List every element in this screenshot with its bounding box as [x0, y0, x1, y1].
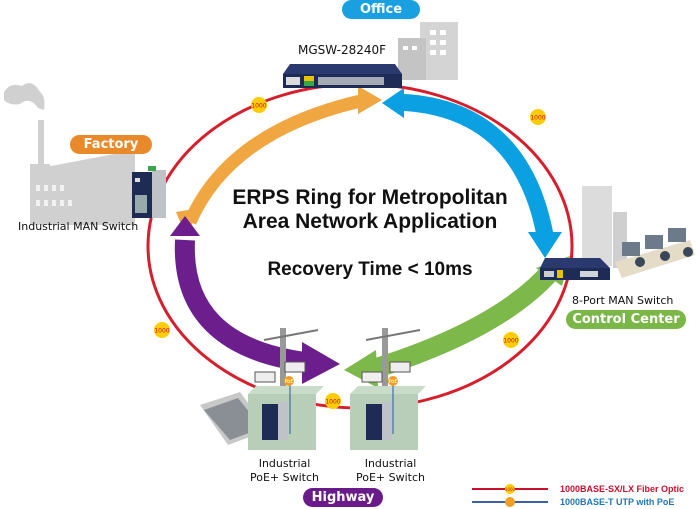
diagram-title: ERPS Ring for Metropolitan Area Network …: [225, 186, 515, 234]
factory-building-icon: [4, 83, 135, 225]
left-cabinet-icon: [248, 328, 324, 450]
orange-arrow: [184, 93, 367, 225]
legend-fiber-label: 1000BASE-SX/LX Fiber Optic: [560, 484, 685, 494]
ring-speed-badge: 1000: [251, 97, 267, 113]
control-center-pill: Control Center: [566, 310, 686, 329]
mgsw-28240f-switch-icon: [283, 64, 402, 88]
svg-text:1000: 1000: [251, 103, 266, 110]
highway-right-device-label: Industrial PoE+ Switch: [356, 457, 425, 485]
blue-arrowhead-bottom: [528, 232, 562, 258]
svg-text:1000: 1000: [154, 328, 169, 335]
ring-speed-badge: 1000: [154, 322, 170, 338]
ring-speed-badge: 1000: [325, 393, 341, 409]
8-port-man-switch-icon: [540, 258, 610, 280]
fiber-ring: [146, 82, 574, 410]
highway-left-line1: Industrial: [258, 457, 311, 470]
ring-speed-badge: 1000: [503, 332, 519, 348]
svg-text:1000: 1000: [325, 399, 340, 406]
title-line1: ERPS Ring for Metropolitan: [232, 186, 508, 209]
legend-fiber-symbol: 1000: [472, 484, 548, 494]
purple-arrowhead-right: [302, 342, 340, 384]
svg-text:1000: 1000: [503, 338, 518, 345]
poe-badge: PoE: [388, 376, 398, 386]
control-center-building-icon: [582, 186, 627, 268]
purple-arrowhead-top: [170, 216, 200, 236]
right-cabinet-icon: [350, 328, 426, 450]
industrial-man-switch-icon: [132, 166, 166, 218]
green-arrow: [367, 263, 560, 380]
highway-pill: Highway: [303, 488, 383, 507]
operators-desk-icon: [615, 228, 695, 278]
factory-pill: Factory: [70, 135, 152, 154]
svg-text:PoE: PoE: [284, 379, 293, 385]
blue-arrowhead-top: [382, 88, 404, 118]
legend-utp-symbol: [472, 497, 548, 507]
office-device-label: MGSW-28240F: [298, 43, 387, 57]
highway-left-device-label: Industrial PoE+ Switch: [250, 457, 319, 485]
factory-device-label: Industrial MAN Switch: [18, 220, 139, 233]
ring-speed-badge: 1000: [530, 109, 546, 125]
poe-badge: PoE: [284, 376, 294, 386]
svg-text:PoE: PoE: [388, 379, 397, 385]
office-pill: Office: [342, 0, 420, 19]
legend-utp-label: 1000BASE-T UTP with PoE: [560, 497, 675, 507]
blue-arrow: [394, 93, 554, 237]
purple-arrow: [174, 239, 307, 372]
title-line2: Area Network Application: [242, 210, 498, 233]
recovery-time-label: Recovery Time < 10ms: [267, 259, 473, 280]
control-center-device-label: 8-Port MAN Switch: [572, 294, 674, 307]
svg-text:1000: 1000: [505, 487, 516, 492]
highway-left-line2: PoE+ Switch: [250, 471, 320, 484]
orange-arrowhead-top: [358, 86, 382, 114]
highway-right-line2: PoE+ Switch: [356, 471, 426, 484]
highway-right-line1: Industrial: [364, 457, 417, 470]
office-building-icon: [398, 22, 458, 80]
svg-text:1000: 1000: [530, 115, 545, 122]
